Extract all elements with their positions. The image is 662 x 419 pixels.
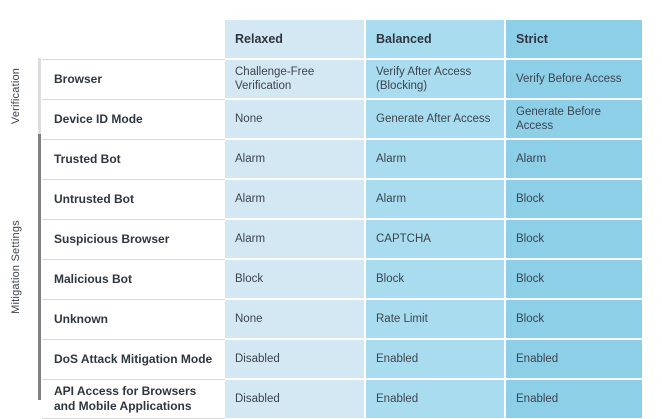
cell-balanced: Verify After Access (Blocking): [365, 58, 506, 99]
column-header-relaxed: Relaxed: [225, 20, 366, 59]
cell-relaxed: Challenge-Free Verification: [225, 58, 366, 99]
group-rail: Verification Mitigation Settings: [0, 58, 42, 400]
table-row: Browser Challenge-Free Verification Veri…: [42, 58, 642, 99]
group-verification: Verification: [0, 58, 42, 134]
table-row: Unknown None Rate Limit Block: [42, 298, 642, 339]
table-row: Trusted Bot Alarm Alarm Alarm: [42, 138, 642, 179]
row-label: Browser: [42, 58, 225, 99]
column-header-balanced: Balanced: [365, 20, 506, 59]
row-label: Untrusted Bot: [42, 178, 225, 219]
cell-relaxed: Alarm: [225, 178, 366, 219]
row-label: API Access for Browsers and Mobile Appli…: [42, 378, 225, 419]
row-label: DoS Attack Mitigation Mode: [42, 338, 225, 379]
cell-balanced: Enabled: [365, 378, 506, 418]
cell-balanced: Block: [365, 258, 506, 299]
cell-strict: Alarm: [505, 138, 642, 179]
group-verification-bar: [38, 58, 41, 134]
cell-balanced: Generate After Access: [365, 98, 506, 139]
row-label: Device ID Mode: [42, 98, 225, 139]
table-row: Device ID Mode None Generate After Acces…: [42, 98, 642, 139]
table-header-row: Relaxed Balanced Strict: [42, 20, 642, 59]
table-row: Malicious Bot Block Block Block: [42, 258, 642, 299]
group-mitigation-label-wrap: Mitigation Settings: [0, 134, 42, 400]
cell-balanced: CAPTCHA: [365, 218, 506, 259]
cell-balanced: Enabled: [365, 338, 506, 379]
cell-strict: Block: [505, 258, 642, 299]
group-mitigation-bar: [38, 134, 41, 400]
cell-relaxed: Block: [225, 258, 366, 299]
cell-strict: Enabled: [505, 338, 642, 379]
column-header-strict: Strict: [505, 20, 642, 59]
group-mitigation: Mitigation Settings: [0, 134, 42, 400]
corner-cell: [42, 20, 225, 59]
row-label: Unknown: [42, 298, 225, 339]
cell-relaxed: Disabled: [225, 338, 366, 379]
row-label: Malicious Bot: [42, 258, 225, 299]
row-label: Suspicious Browser: [42, 218, 225, 259]
cell-balanced: Rate Limit: [365, 298, 506, 339]
cell-relaxed: Disabled: [225, 378, 366, 418]
table-body: Browser Challenge-Free Verification Veri…: [42, 58, 642, 419]
group-verification-label-wrap: Verification: [0, 58, 42, 134]
table-header: Relaxed Balanced Strict: [42, 20, 642, 59]
row-label: Trusted Bot: [42, 138, 225, 179]
cell-relaxed: None: [225, 298, 366, 339]
cell-balanced: Alarm: [365, 178, 506, 219]
cell-strict: Block: [505, 298, 642, 339]
group-verification-label: Verification: [10, 67, 22, 125]
cell-balanced: Alarm: [365, 138, 506, 179]
table-row: Untrusted Bot Alarm Alarm Block: [42, 178, 642, 219]
cell-strict: Enabled: [505, 378, 642, 418]
group-mitigation-label: Mitigation Settings: [10, 220, 22, 314]
cell-strict: Block: [505, 178, 642, 219]
table-row: Suspicious Browser Alarm CAPTCHA Block: [42, 218, 642, 259]
table-row: DoS Attack Mitigation Mode Disabled Enab…: [42, 338, 642, 379]
cell-strict: Verify Before Access: [505, 58, 642, 99]
cell-relaxed: None: [225, 98, 366, 139]
cell-relaxed: Alarm: [225, 218, 366, 259]
cell-strict: Generate Before Access: [505, 98, 642, 139]
cell-strict: Block: [505, 218, 642, 259]
table-row: API Access for Browsers and Mobile Appli…: [42, 378, 642, 419]
cell-relaxed: Alarm: [225, 138, 366, 179]
comparison-table: Relaxed Balanced Strict Browser Challeng…: [42, 20, 642, 419]
